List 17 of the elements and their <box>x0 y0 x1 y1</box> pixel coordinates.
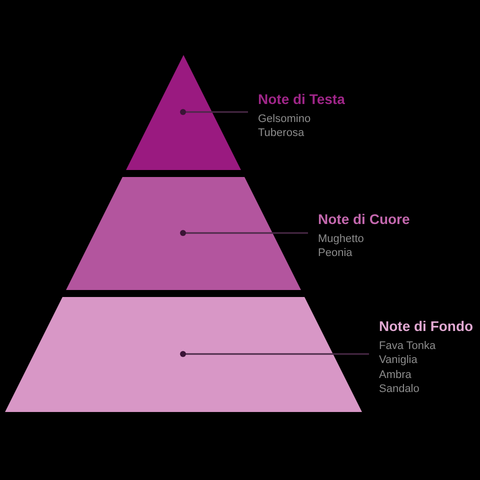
tier-heading: Note di Cuore <box>318 210 410 228</box>
leader-line <box>180 351 369 357</box>
note-item: Sandalo <box>379 382 420 396</box>
note-item: Ambra <box>379 368 412 382</box>
pyramid-tier <box>126 55 240 170</box>
note-item: Tuberosa <box>258 126 304 140</box>
note-item: Peonia <box>318 246 352 260</box>
leader-line <box>180 109 248 115</box>
note-item: Vaniglia <box>379 353 418 368</box>
note-item: Gelsomino <box>258 112 311 126</box>
pyramid-tier <box>66 177 300 290</box>
pyramid-tier <box>4 297 362 412</box>
note-item: Mughetto <box>318 232 364 246</box>
leader-line <box>180 230 308 236</box>
note-item: Fava Tonka <box>379 338 436 353</box>
tier-heading: Note di Fondo <box>379 318 474 334</box>
tier-heading: Note di Testa <box>258 90 345 108</box>
